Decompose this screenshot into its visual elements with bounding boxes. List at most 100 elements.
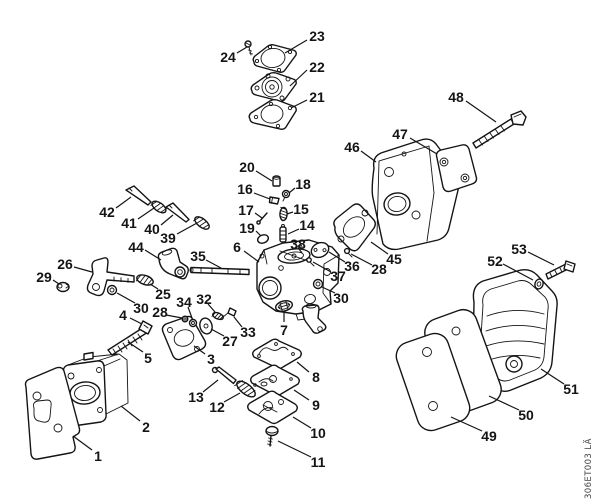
leader-line-50-49: [488, 395, 520, 411]
part-label-12-37: 12: [209, 399, 225, 415]
part-bolt-48: [472, 110, 527, 149]
part-gasket-1: [24, 366, 81, 460]
leader-line-33-29: [233, 316, 243, 328]
part-nut-30-lever: [106, 284, 118, 296]
part-carburetor-body-6: [256, 239, 340, 321]
leader-line-38-14: [298, 248, 303, 254]
part-diaphragm-9: [250, 364, 300, 397]
leader-line-41-16: [137, 207, 155, 220]
part-label-28-43: 28: [371, 261, 387, 277]
leader-line-44-19: [144, 249, 162, 261]
part-label-2-34: 2: [142, 419, 150, 435]
part-label-52-51: 52: [487, 253, 503, 269]
part-label-30-41: 30: [333, 290, 349, 306]
leader-line-18-8: [288, 187, 296, 194]
leader-line-3-31: [193, 345, 206, 355]
part-ring-19: [256, 234, 270, 244]
part-screw-24: [244, 40, 253, 56]
part-shaft-35: [189, 266, 250, 276]
part-label-33-29: 33: [240, 324, 256, 340]
part-nozzle-16: [268, 196, 280, 205]
leader-line-28-43: [350, 253, 373, 266]
leader-line-35-20: [205, 259, 222, 269]
part-label-36-39: 36: [344, 258, 360, 274]
part-label-4-32: 4: [119, 307, 127, 323]
leader-line-25-24: [149, 283, 159, 290]
leader-line-47-5: [409, 137, 438, 155]
part-label-5-33: 5: [144, 350, 152, 366]
part-label-46-6: 46: [344, 139, 360, 155]
part-throttle-plate-36: [310, 241, 330, 259]
leader-line-26-22: [73, 266, 93, 273]
part-label-38-14: 38: [290, 236, 306, 252]
part-screen-7: [274, 299, 294, 313]
leader-line-10-46: [292, 416, 312, 429]
part-label-47-5: 47: [392, 126, 408, 142]
part-needle-42: [125, 185, 152, 206]
leader-line-29-23: [52, 279, 60, 285]
part-label-13-36: 13: [188, 389, 204, 405]
part-label-10-46: 10: [310, 425, 326, 441]
part-label-27-30: 27: [222, 333, 238, 349]
leader-line-9-45: [293, 389, 310, 401]
leader-line-16-9: [253, 192, 271, 200]
part-label-26-22: 26: [57, 256, 73, 272]
part-washer-52: [534, 278, 544, 290]
part-label-19-13: 19: [239, 220, 255, 236]
part-lever-26: [86, 257, 135, 297]
leader-line-11-47: [277, 440, 312, 458]
part-label-18-8: 18: [295, 176, 311, 192]
part-label-15-10: 15: [293, 201, 309, 217]
part-label-11-47: 11: [311, 454, 326, 470]
leader-line-21-3: [290, 99, 308, 109]
part-label-41-16: 41: [121, 215, 137, 231]
leader-line-20-7: [255, 170, 273, 182]
part-screw-28-carb: [343, 247, 353, 258]
leader-line-39-18: [176, 222, 198, 235]
part-plate-49: [395, 332, 471, 432]
part-label-39-18: 39: [160, 230, 176, 246]
part-elbow-44: [157, 247, 189, 280]
leader-line-52-51: [502, 263, 534, 281]
part-label-50-49: 50: [518, 407, 534, 423]
part-grommet-18: [281, 189, 291, 202]
part-muffler-cover-47: [435, 144, 478, 193]
part-spring-25: [135, 274, 154, 286]
part-spring-12: [234, 380, 256, 398]
leader-line-51-50: [540, 368, 565, 385]
leader-line-13-36: [202, 379, 219, 393]
leader-line-6-21: [243, 250, 260, 263]
part-pump-body-10: [247, 390, 298, 425]
part-label-28-26: 28: [152, 304, 168, 320]
part-spring-41: [150, 200, 167, 214]
leader-line-37-40: [312, 261, 332, 273]
part-nut-29: [56, 281, 70, 293]
part-bolt-53: [545, 260, 576, 280]
part-elbow-fitting: [301, 303, 327, 334]
part-plate-8: [252, 338, 302, 370]
part-disc-27: [199, 317, 213, 335]
leader-lines-layer: [52, 39, 565, 458]
part-label-30-25: 30: [133, 300, 149, 316]
part-washer-28: [181, 315, 189, 323]
part-label-44-19: 44: [128, 239, 144, 255]
part-label-29-23: 29: [36, 269, 52, 285]
part-pump-gasket-21: [248, 98, 297, 130]
part-label-9-45: 9: [312, 397, 320, 413]
part-muffler-gasket-45: [333, 203, 376, 252]
part-label-1-35: 1: [94, 448, 102, 464]
part-needle-40: [165, 202, 190, 223]
part-label-37-40: 37: [330, 268, 346, 284]
leader-line-53-52: [527, 251, 555, 266]
leader-line-22-2: [289, 69, 308, 87]
part-label-48-4: 48: [448, 89, 464, 105]
part-label-16-9: 16: [237, 181, 253, 197]
part-label-22-2: 22: [309, 59, 325, 75]
leader-line-36-39: [328, 251, 346, 263]
part-spring-15: [279, 206, 288, 222]
part-label-45-42: 45: [386, 251, 402, 267]
part-spring-32: [211, 311, 224, 321]
part-gasket-3: [161, 315, 207, 361]
